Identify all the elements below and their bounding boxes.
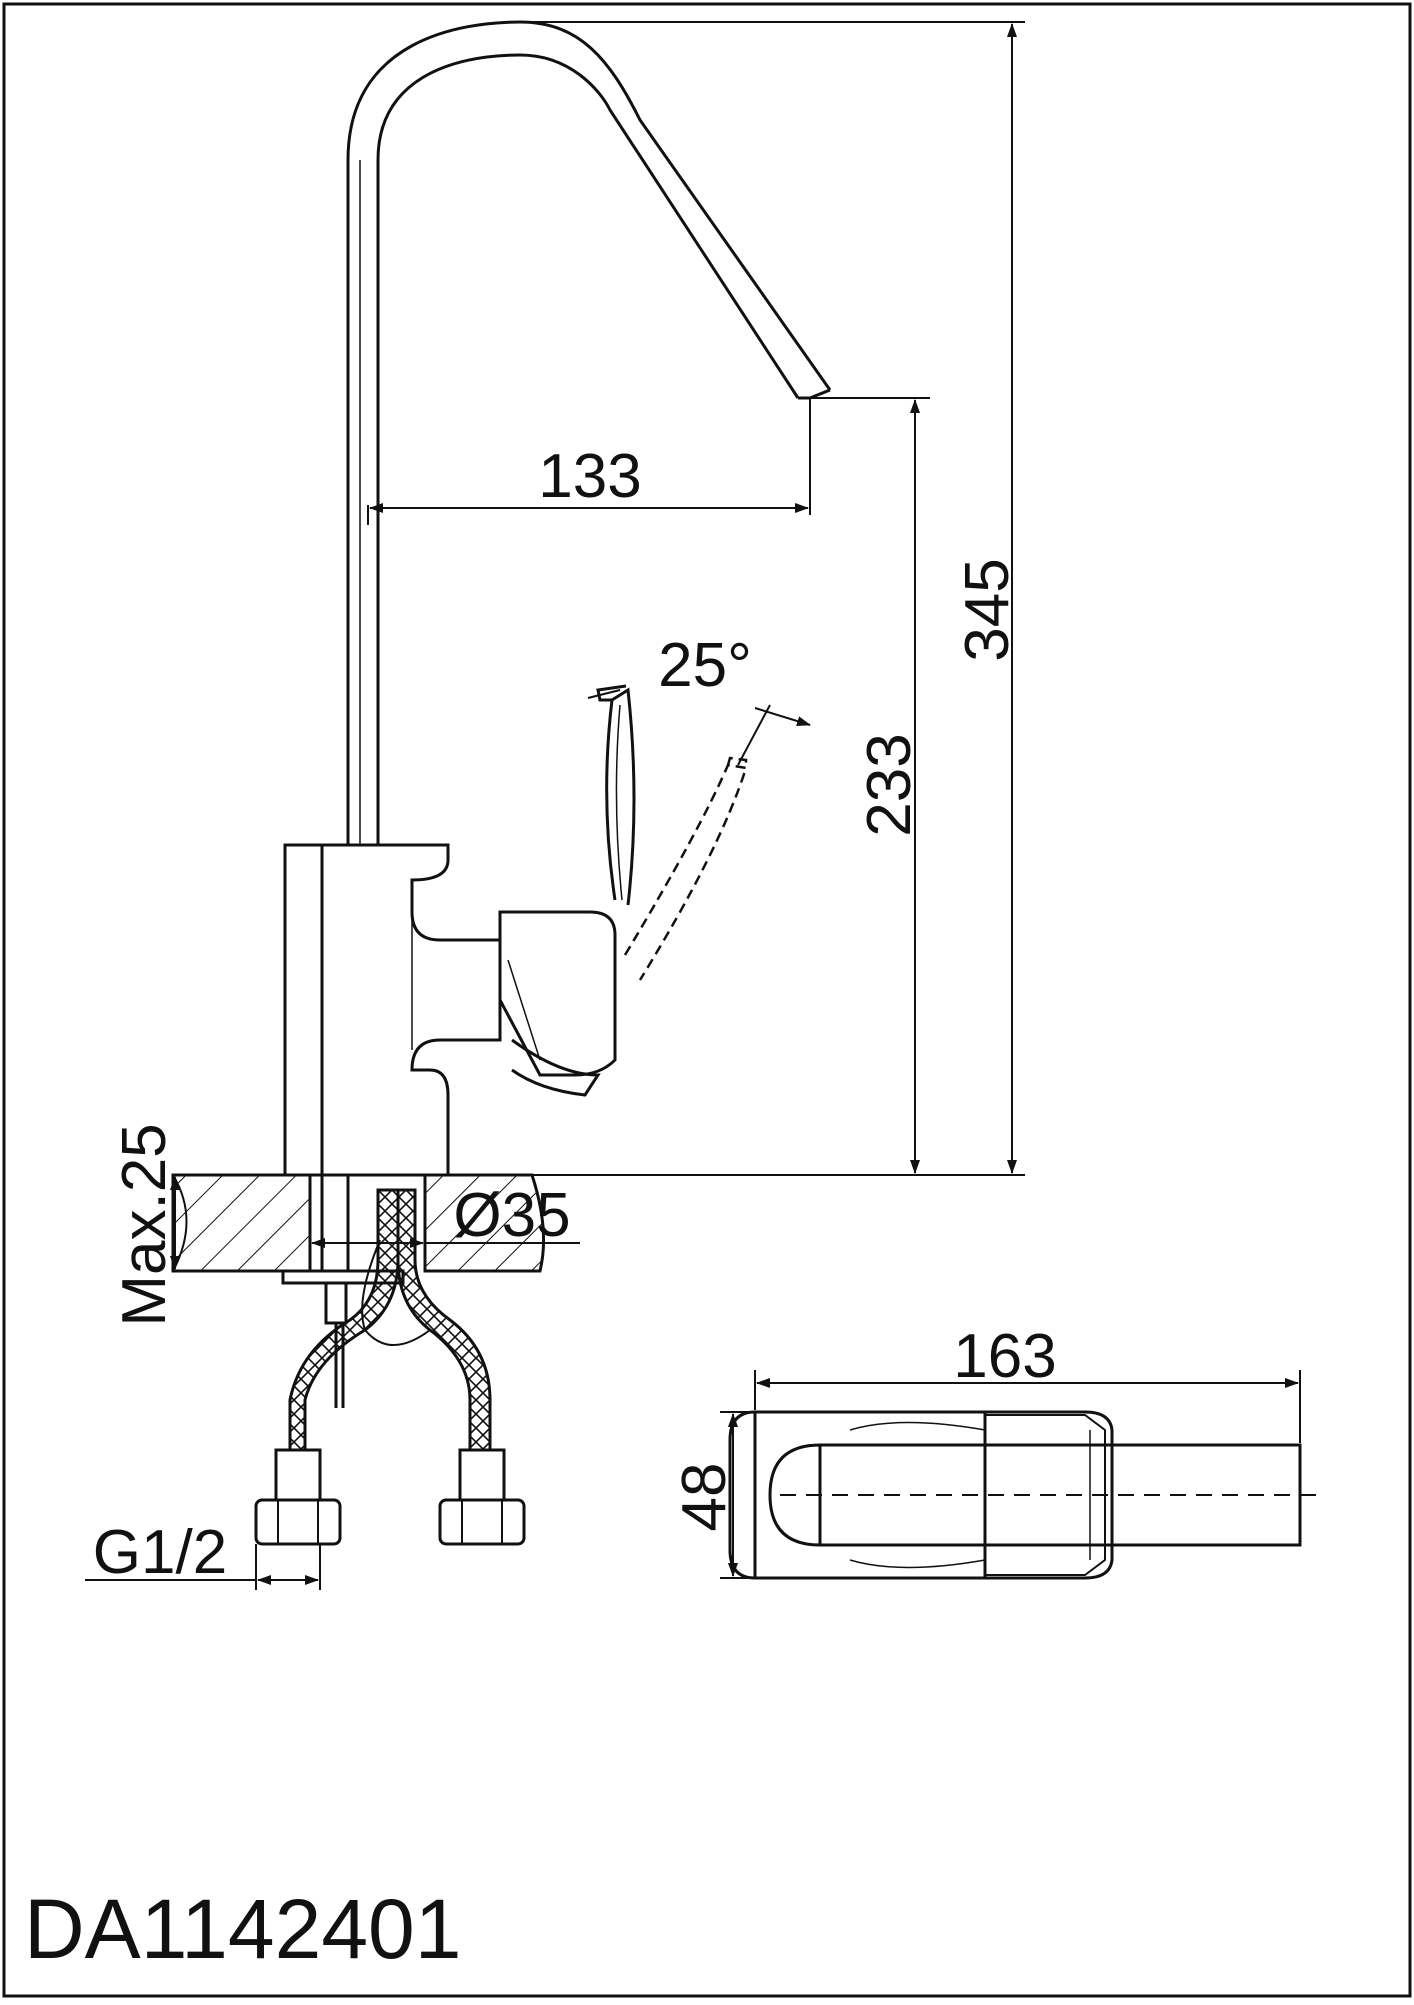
dim-connection-thread: G1/2: [93, 1518, 227, 1587]
dim-spout-reach: 133: [538, 442, 641, 511]
dim-max-deck-thickness: Max.25: [110, 1123, 179, 1326]
dimension-lines: [85, 21, 1025, 1590]
model-code: DA1142401: [24, 1882, 461, 1976]
top-view: [728, 1410, 1320, 1580]
dim-spout-height: 233: [855, 733, 924, 836]
faucet-spout: [346, 20, 832, 845]
top-view-dimensions: [720, 1370, 1301, 1579]
hose-connectors: [254, 1448, 526, 1546]
lever-rotated-position: [623, 756, 748, 981]
dim-hole-diameter: Ø35: [453, 1181, 570, 1250]
dim-top-view-length: 163: [953, 1322, 1056, 1391]
dim-total-height: 345: [953, 558, 1022, 661]
faucet-body: [283, 843, 502, 1177]
dim-top-view-width: 48: [670, 1463, 739, 1532]
dim-lever-angle: 25°: [658, 631, 752, 700]
lever-handle: [498, 684, 636, 1097]
